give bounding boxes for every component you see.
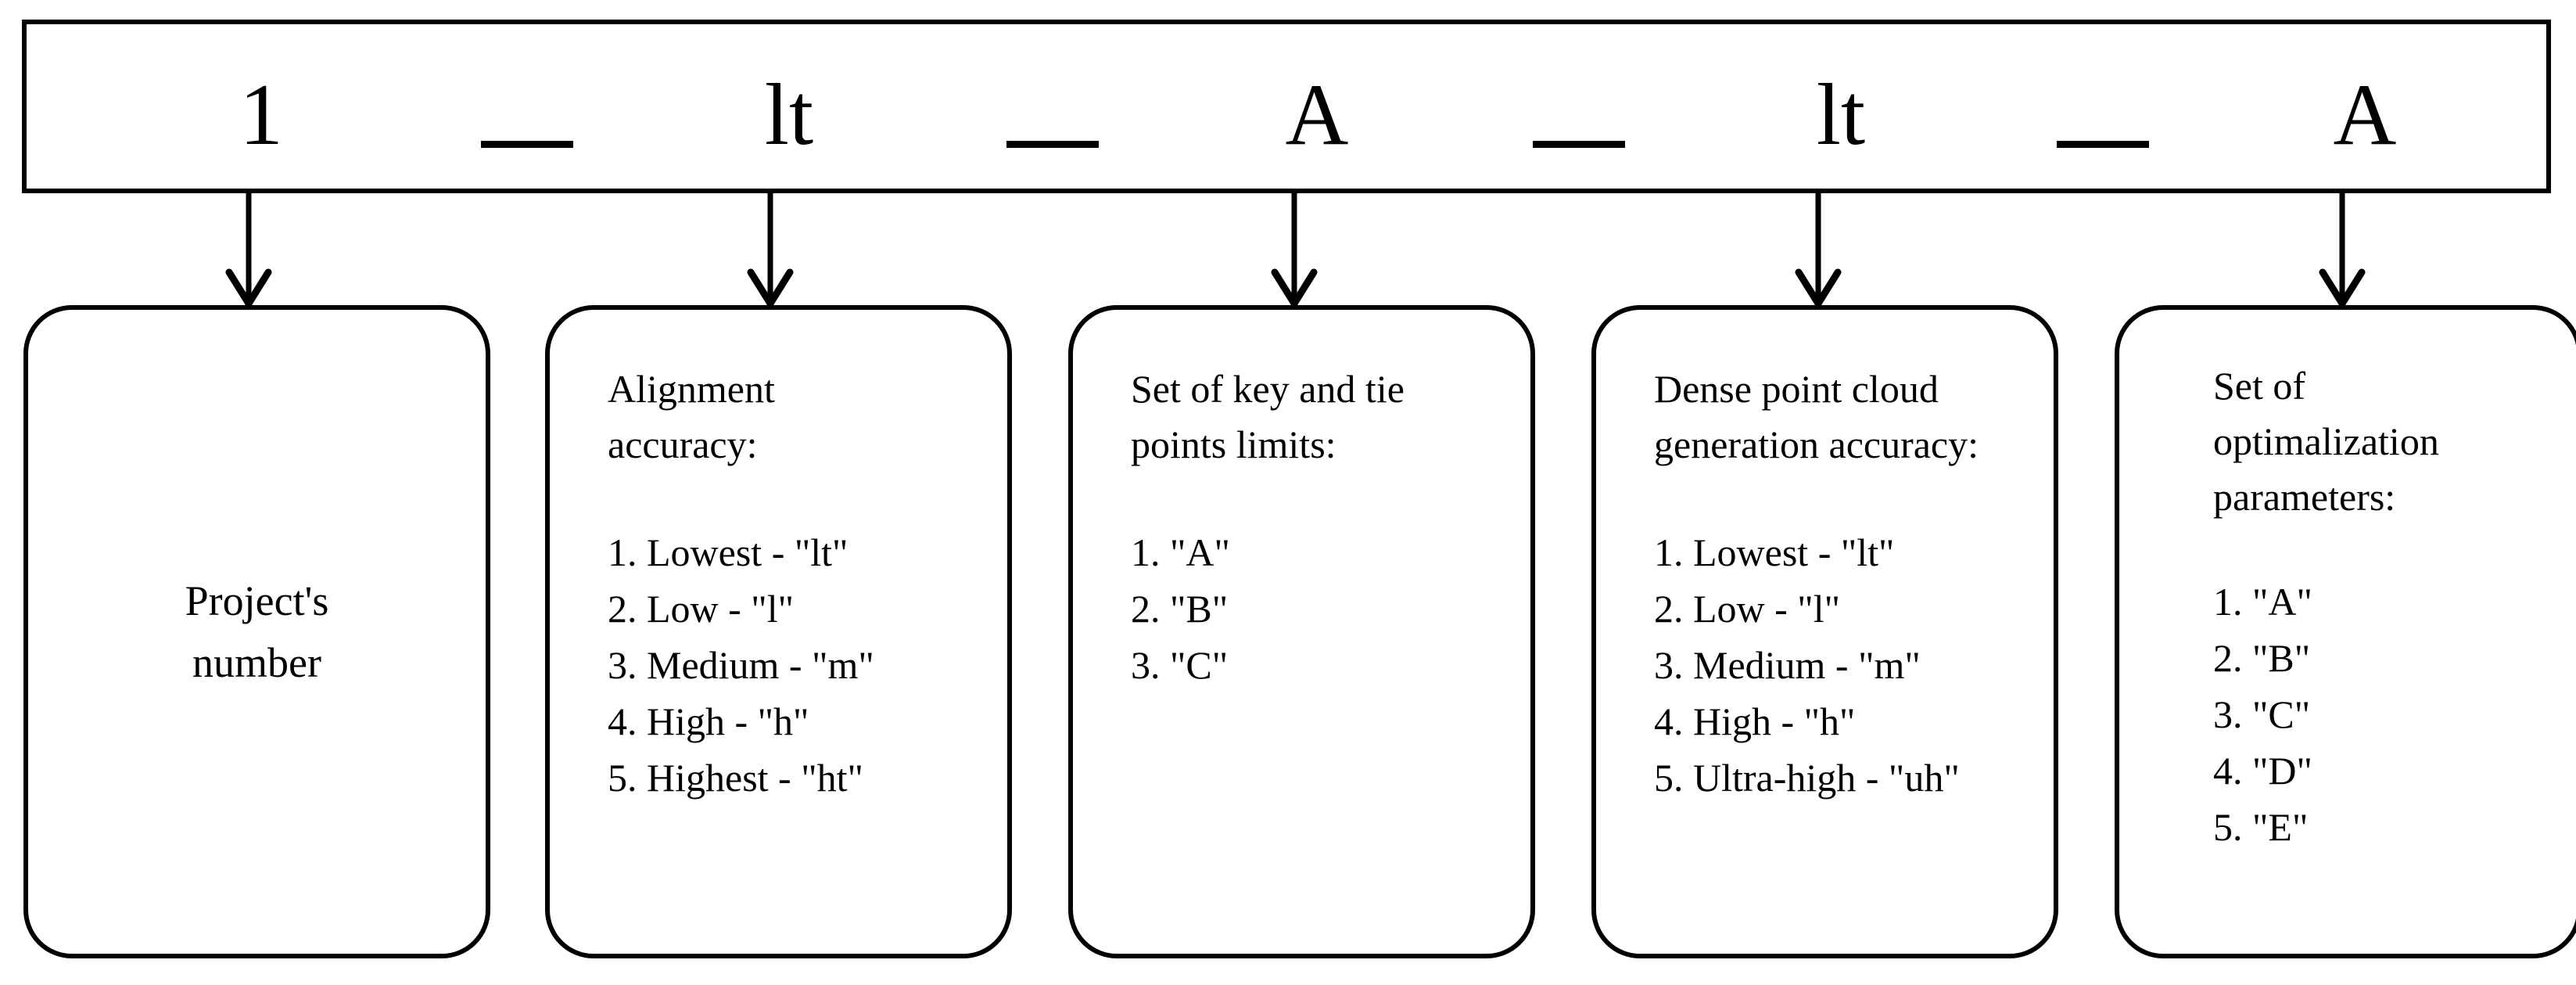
box-dense-point-cloud-accuracy-options-list: 1. Lowest - "lt" 2. Low - "l" 3. Medium - … xyxy=(1654,524,2030,806)
code-blank-slot xyxy=(2057,141,2149,148)
box-project-number: Project's number xyxy=(23,305,490,958)
box-alignment-accuracy-options-list: 1. Lowest - "lt" 2. Low - "l" 3. Medium - … xyxy=(608,524,984,806)
box-optimization-parameters-title: Set of optimalization parameters: xyxy=(2213,364,2439,519)
box-alignment-accuracy: Alignment accuracy: 1. Lowest - "lt" 2. Lo… xyxy=(545,305,1012,958)
arrow-to-project-number-icon xyxy=(224,193,274,305)
box-optimization-parameters-options-list: 1. "A" 2. "B" 3. "C" 4. "D" 5. "E" xyxy=(2213,573,2553,855)
code-blank-slot xyxy=(1006,141,1099,148)
box-key-tie-points-limits-options-list: 1. "A" 2. "B" 3. "C" xyxy=(1131,524,1507,693)
list-item: 1. "A" xyxy=(1131,530,1230,574)
list-item: 1. Lowest - "lt" xyxy=(608,530,849,574)
box-key-tie-points-limits: Set of key and tie points limits: 1. "A" 2… xyxy=(1068,305,1535,958)
code-blank-slot xyxy=(481,141,573,148)
box-dense-point-cloud-accuracy: Dense point cloud generation accuracy: 1.… xyxy=(1591,305,2058,958)
list-item: 3. "C" xyxy=(1131,643,1229,687)
arrow-to-key-tie-points-icon xyxy=(1269,193,1319,305)
box-project-number-content: Project's number xyxy=(28,310,486,954)
list-item: 3. Medium - "m" xyxy=(1654,643,1921,687)
list-item: 2. Low - "l" xyxy=(1654,587,1841,631)
list-item: 4. High - "h" xyxy=(608,699,809,743)
box-dense-point-cloud-accuracy-title: Dense point cloud generation accuracy: xyxy=(1654,367,1979,466)
list-item: 5. "E" xyxy=(2213,805,2309,849)
list-item: 1. Lowest - "lt" xyxy=(1654,530,1895,574)
code-token: A xyxy=(1285,67,1349,164)
list-item: 2. "B" xyxy=(1131,587,1229,631)
list-item: 3. "C" xyxy=(2213,692,2311,736)
code-token: lt xyxy=(1816,67,1866,164)
box-alignment-accuracy-title: Alignment accuracy: xyxy=(608,367,775,466)
list-item: 4. "D" xyxy=(2213,749,2312,793)
box-alignment-accuracy-content: Alignment accuracy: 1. Lowest - "lt" 2. Lo… xyxy=(550,310,1007,954)
arrow-to-dense-cloud-icon xyxy=(1793,193,1843,305)
arrow-to-alignment-accuracy-icon xyxy=(745,193,795,305)
list-item: 3. Medium - "m" xyxy=(608,643,874,687)
code-token: A xyxy=(2333,67,2397,164)
list-item: 2. "B" xyxy=(2213,636,2311,680)
box-dense-point-cloud-accuracy-content: Dense point cloud generation accuracy: 1.… xyxy=(1596,310,2054,954)
box-optimization-parameters: Set of optimalization parameters: 1. "A" 2… xyxy=(2115,305,2576,958)
list-item: 5. Highest - "ht" xyxy=(608,756,863,800)
list-item: 2. Low - "l" xyxy=(608,587,795,631)
box-optimization-parameters-content: Set of optimalization parameters: 1. "A" 2… xyxy=(2119,310,2576,954)
list-item: 1. "A" xyxy=(2213,580,2312,624)
list-item: 5. Ultra-high - "uh" xyxy=(1654,756,1960,800)
list-item: 4. High - "h" xyxy=(1654,699,1856,743)
code-token: 1 xyxy=(239,67,283,164)
box-key-tie-points-limits-title: Set of key and tie points limits: xyxy=(1131,367,1405,466)
code-token: lt xyxy=(764,67,814,164)
box-key-tie-points-limits-content: Set of key and tie points limits: 1. "A" 2… xyxy=(1073,310,1530,954)
box-project-number-label: Project's number xyxy=(185,577,329,686)
code-blank-slot xyxy=(1533,141,1625,148)
arrow-to-optimization-params-icon xyxy=(2317,193,2367,305)
